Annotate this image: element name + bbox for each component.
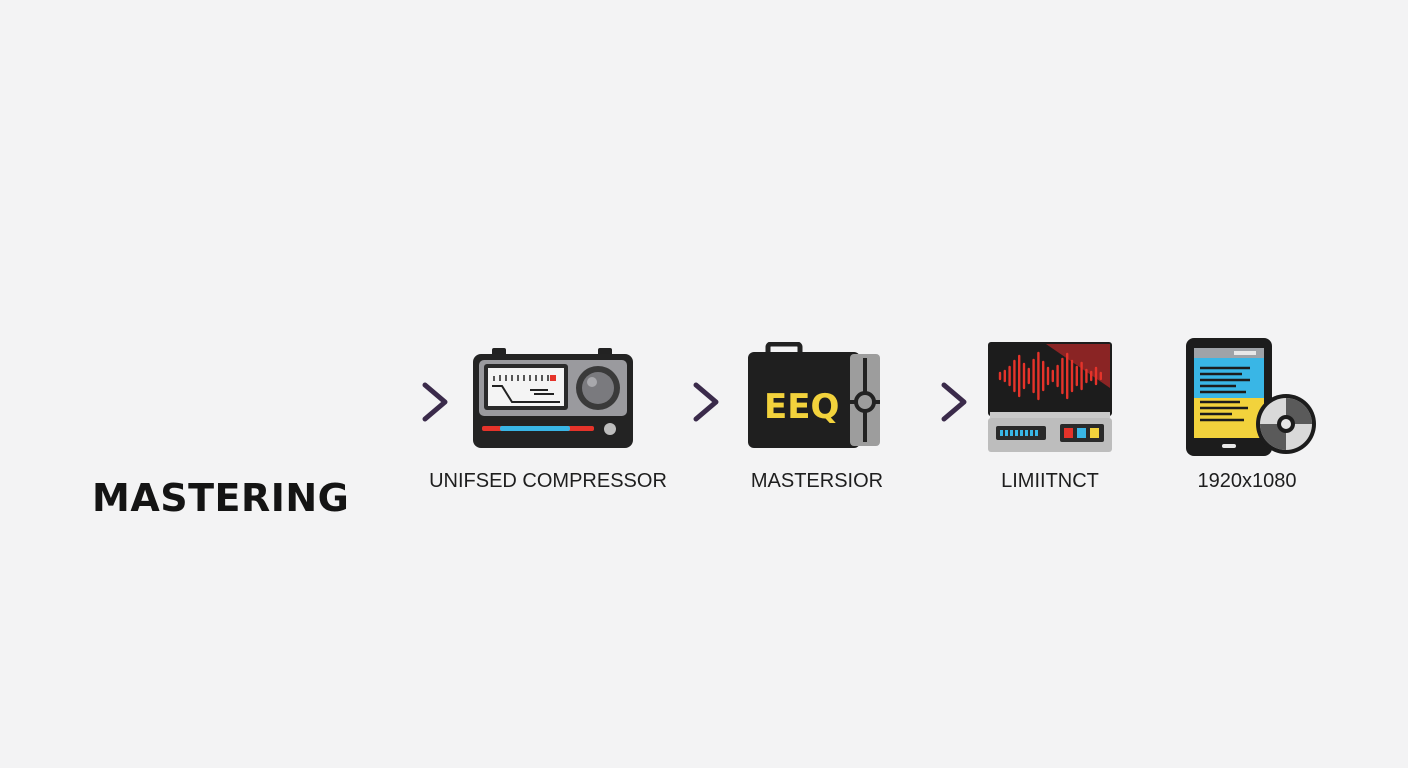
arrow-icon <box>385 382 448 422</box>
stage-label-limiter: LIMIITNCT <box>1001 470 1099 492</box>
stage-label-eq: MASTERSIOR <box>750 470 884 492</box>
arrow-icon <box>656 382 719 422</box>
compressor-meter-icon <box>473 348 633 448</box>
stage-label-output: 1920x1080 <box>1197 470 1297 492</box>
eq-device-icon: EEQ <box>748 342 880 448</box>
eq-icon-text: EEQ <box>764 387 839 427</box>
waveform-logo-icon <box>98 317 330 467</box>
limiter-waveform-icon <box>988 342 1112 452</box>
mastering-title: MASTERING <box>92 476 350 520</box>
arrow-icon <box>904 382 967 422</box>
stage-label-compressor: UNIFSED COMPRESSOR <box>429 470 667 492</box>
tablet-disc-icon <box>1186 338 1316 456</box>
